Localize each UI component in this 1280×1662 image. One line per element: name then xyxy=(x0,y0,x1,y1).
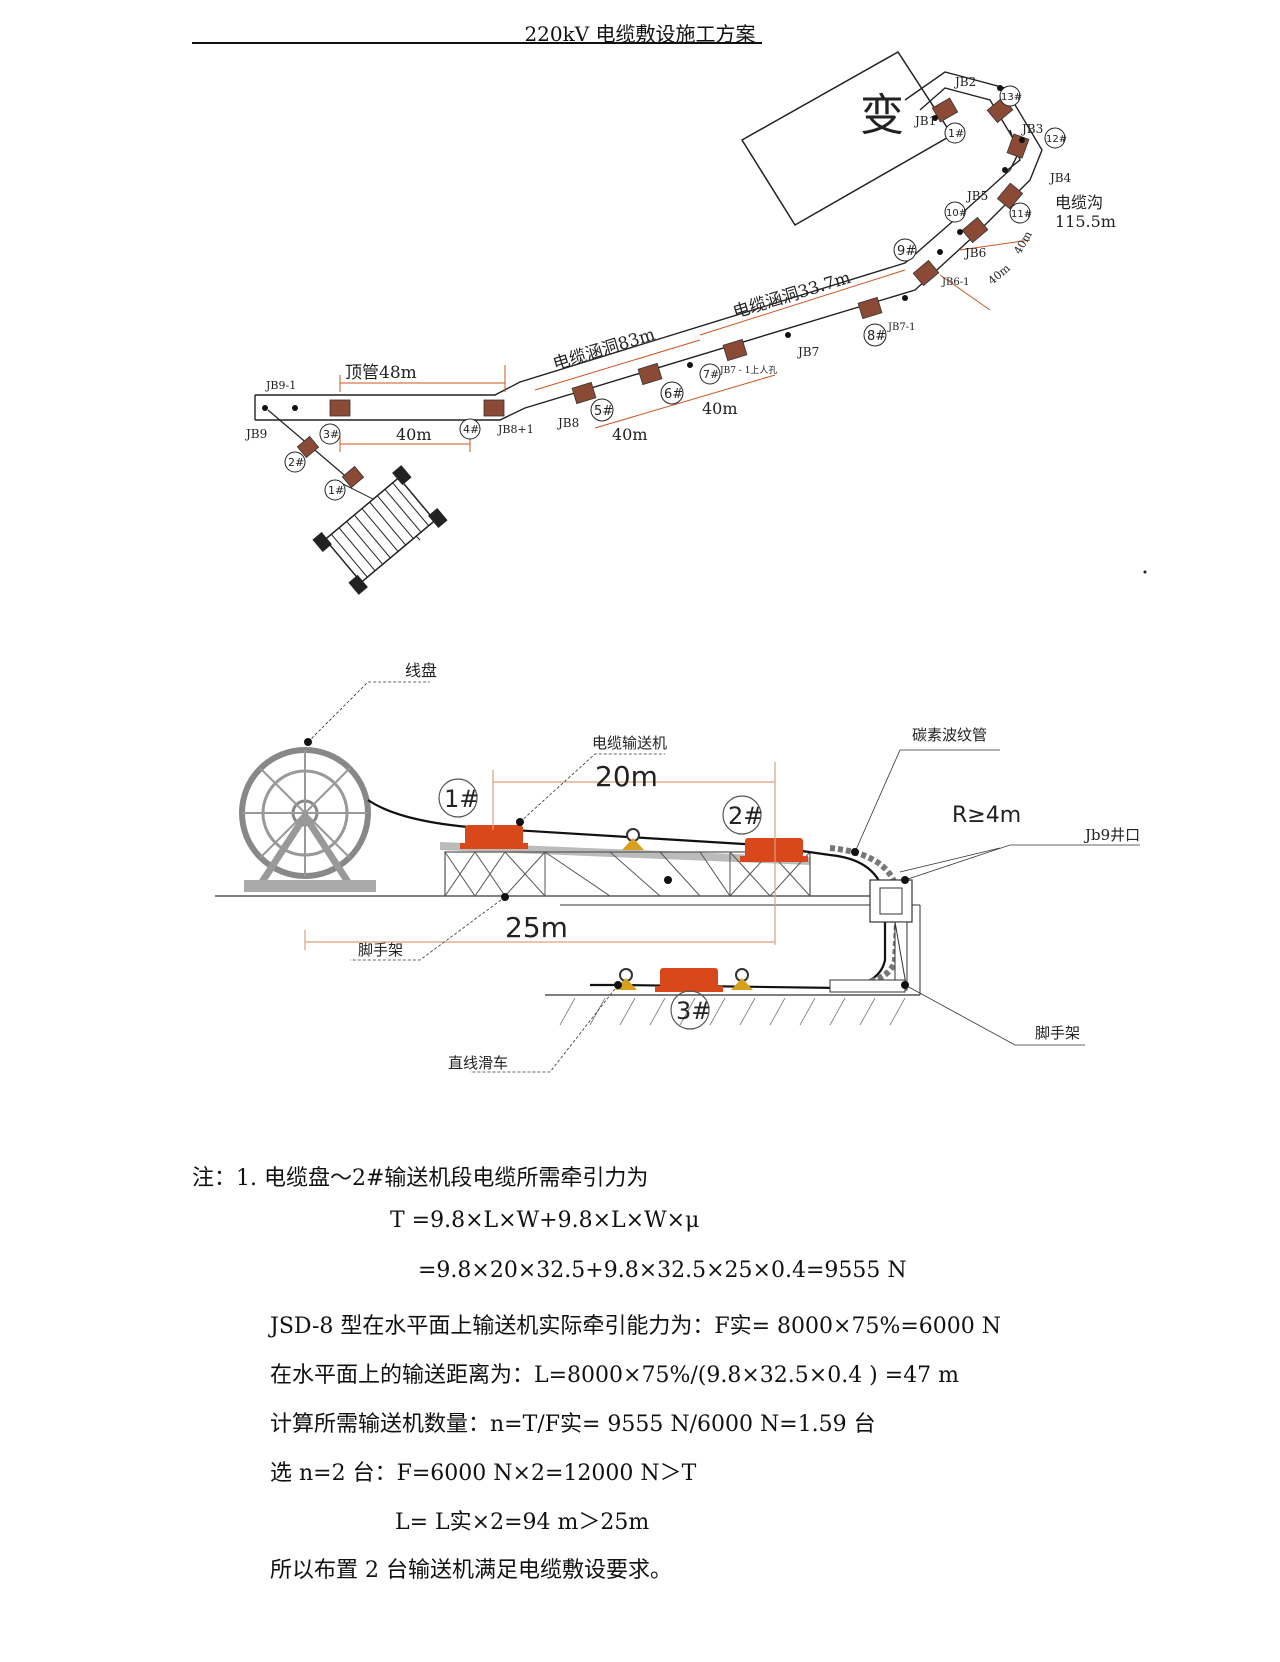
note-line-4: JSD-8 型在水平面上输送机实际牵引能力为：F实= 8000×75%=6000… xyxy=(270,1314,1002,1339)
route-channel xyxy=(254,71,1043,421)
label-scaffold-lower: 脚手架 xyxy=(1035,1024,1080,1042)
marker-1-substation: 1# xyxy=(944,122,966,144)
marker-6: 6# xyxy=(660,381,684,405)
junction-label: JB9-1 xyxy=(265,379,296,392)
junction-label: JB8 xyxy=(556,416,579,430)
marker-1: 1# xyxy=(324,479,346,501)
marker-7: 7# xyxy=(699,363,721,385)
junction-label: JB8+1 xyxy=(497,423,534,436)
junction-label: JB7-1 xyxy=(887,322,915,333)
rollers xyxy=(615,828,753,990)
junction-label: JB6 xyxy=(963,246,986,260)
substation-label: 变 xyxy=(860,90,904,141)
svg-text:9#: 9# xyxy=(897,244,916,259)
label-well-mouth: Jb9井口 xyxy=(1083,826,1140,844)
leader-lines xyxy=(307,681,1140,1073)
stray-dot xyxy=(1143,570,1147,574)
junction-label: JB1 xyxy=(913,114,936,128)
svg-text:13#: 13# xyxy=(1001,92,1022,103)
marker-11: 11# xyxy=(1009,202,1032,224)
segment-label-pipe-jacking: 顶管48m xyxy=(345,363,417,383)
junction-tag: JB7 - 1上人孔 xyxy=(719,365,777,376)
marker-1-laying: 1# xyxy=(438,778,479,818)
note-line-2: T =9.8×L×W+9.8×L×W×μ xyxy=(390,1208,700,1233)
segment-label-trench: 电缆沟 xyxy=(1055,193,1103,212)
cable-route-diagram: 变 xyxy=(244,51,1147,595)
svg-text:2#: 2# xyxy=(728,802,763,830)
svg-text:12#: 12# xyxy=(1046,134,1067,145)
marker-4: 4# xyxy=(459,418,481,440)
junction-label: JB9 xyxy=(244,427,267,441)
svg-text:1#: 1# xyxy=(444,785,479,813)
well-structure xyxy=(560,879,921,995)
marker-8: 8# xyxy=(863,323,887,347)
svg-text:10#: 10# xyxy=(946,208,967,219)
marker-3: 3# xyxy=(319,423,341,445)
label-corrugated-pipe: 碳素波纹管 xyxy=(912,726,987,744)
marker-3-laying: 3# xyxy=(670,990,711,1030)
note-line-6: 计算所需输送机数量：n=T/F实= 9555 N/6000 N=1.59 台 xyxy=(270,1412,876,1437)
conveyor-markers: 1# 2# 3# 4# 5# 6# 7# 8# 9# 10# 11# 12# 1… xyxy=(284,85,1067,501)
junction-label: JB7 xyxy=(796,345,819,359)
roller-upper xyxy=(622,828,644,850)
note-line-9: 所以布置 2 台输送机满足电缆敷设要求。 xyxy=(270,1558,672,1583)
spacing-label: 40m xyxy=(396,425,432,444)
route-dimension-lines xyxy=(339,239,1031,452)
scaffold-upper xyxy=(440,842,811,897)
svg-text:4#: 4# xyxy=(463,423,479,436)
junction-label: JB4 xyxy=(1048,171,1072,185)
svg-text:2#: 2# xyxy=(288,456,304,469)
laying-dimension-lines xyxy=(304,762,776,950)
cable-drum-top-view xyxy=(312,465,448,595)
note-line-5: 在水平面上的输送距离为：L=8000×75%/(9.8×32.5×0.4 ) =… xyxy=(270,1363,960,1388)
svg-text:11#: 11# xyxy=(1011,209,1032,220)
note-line-3: =9.8×20×32.5+9.8×32.5×25×0.4=9555 N xyxy=(418,1258,907,1283)
junction-dots xyxy=(262,85,1025,411)
laying-markers: 1# 2# 3# xyxy=(438,778,763,1030)
dimension-lower: 25m xyxy=(505,911,568,944)
junction-label: JB5 xyxy=(965,189,988,203)
svg-text:7#: 7# xyxy=(703,368,719,381)
roller-lower-2 xyxy=(731,968,753,990)
label-straight-roller: 直线滑车 xyxy=(448,1054,508,1072)
svg-text:8#: 8# xyxy=(867,329,886,344)
segment-label-trench-length: 115.5m xyxy=(1055,212,1116,231)
cable-drum xyxy=(239,747,376,892)
laying-conveyors xyxy=(460,825,808,992)
dimension-upper: 20m xyxy=(595,760,658,793)
note-line-1: 注：1. 电缆盘～2#输送机段电缆所需牵引力为 xyxy=(192,1166,649,1191)
marker-12: 12# xyxy=(1044,127,1067,149)
spacing-label: 40m xyxy=(612,425,648,444)
marker-5: 5# xyxy=(590,398,614,422)
svg-text:1#: 1# xyxy=(328,484,344,497)
junction-label: JB3 xyxy=(1020,122,1043,136)
cable-laying-diagram: 20m 25m 1# 2# 3# 线盘 电缆输送机 碳素波纹管 R≥4m Jb xyxy=(215,661,1140,1073)
svg-text:3#: 3# xyxy=(676,997,711,1025)
junction-labels: JB1 JB2 JB3 JB4 JB5 JB6 JB6-1 JB7 JB7-1 … xyxy=(244,75,1072,441)
note-line-7: 选 n=2 台：F=6000 N×2=12000 N＞T xyxy=(270,1461,697,1486)
svg-text:1#: 1# xyxy=(948,127,964,140)
spacing-label: 40m xyxy=(702,399,738,418)
svg-text:3#: 3# xyxy=(323,428,339,441)
header-rule xyxy=(192,42,762,44)
marker-2: 2# xyxy=(284,451,306,473)
svg-text:5#: 5# xyxy=(594,404,613,419)
label-drum: 线盘 xyxy=(405,661,437,680)
marker-10: 10# xyxy=(944,201,967,223)
junction-label: JB6-1 xyxy=(941,277,969,288)
junction-label: JB2 xyxy=(953,75,976,89)
label-conveyor: 电缆输送机 xyxy=(592,734,667,752)
marker-9: 9# xyxy=(893,238,917,262)
svg-text:6#: 6# xyxy=(664,387,683,402)
marker-13: 13# xyxy=(999,85,1022,107)
label-bend-radius: R≥4m xyxy=(952,803,1021,828)
leader-dots xyxy=(304,738,909,989)
note-line-8: L= L实×2=94 m＞25m xyxy=(395,1510,650,1535)
marker-2-laying: 2# xyxy=(722,795,763,835)
ground-hatch xyxy=(559,997,906,1026)
label-scaffold-upper: 脚手架 xyxy=(358,941,403,959)
